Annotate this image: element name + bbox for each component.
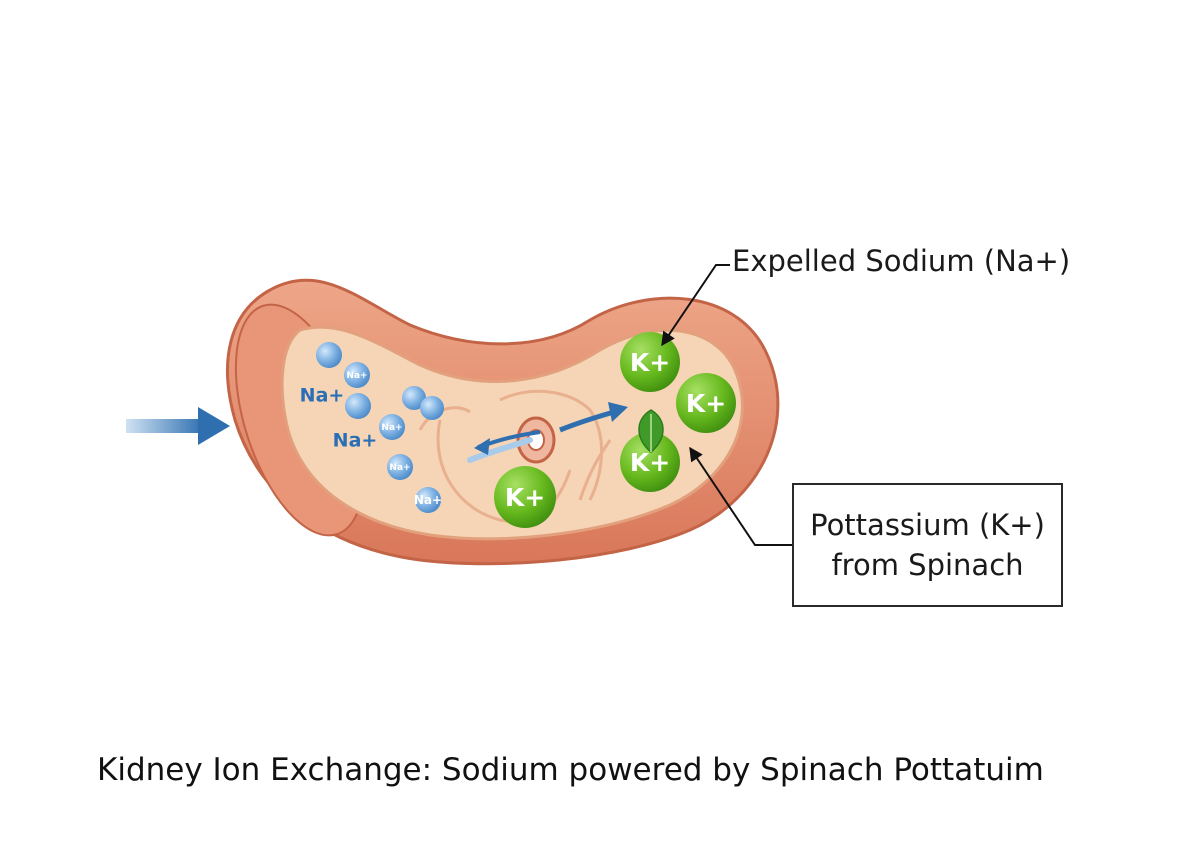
- sodium-ion: Na+: [344, 362, 370, 388]
- potassium-ion-sphere: [620, 432, 680, 492]
- potassium-ion-label: K+: [686, 389, 726, 418]
- potassium-ion: K+: [676, 373, 736, 433]
- potassium-ion: K+: [494, 466, 556, 528]
- sodium-ion: Na+: [379, 414, 405, 440]
- sodium-ion-sphere: [420, 396, 444, 420]
- potassium-ion-sphere: [620, 332, 680, 392]
- potassium-ions: K+ K+ K+ K+: [494, 332, 736, 528]
- potassium-ion-label: K+: [630, 348, 670, 377]
- sodium-ion: Na+: [300, 385, 345, 407]
- potassium-ion-label: K+: [630, 448, 670, 477]
- sodium-ion-label: Na+: [333, 430, 378, 452]
- sodium-ion-sphere: [402, 386, 426, 410]
- sodium-ion: Na+: [414, 487, 442, 513]
- expelled-sodium-label: Expelled Sodium (Na+): [732, 244, 1071, 278]
- potassium-ion: K+: [620, 332, 680, 392]
- sodium-ion-label: Na+: [389, 463, 410, 473]
- sodium-ion-sphere: [415, 487, 441, 513]
- sodium-ion: Na+: [333, 430, 378, 452]
- sodium-ions: Na+Na+Na+Na+Na+Na+: [300, 342, 444, 513]
- spinach-leaf-icon: [638, 409, 664, 453]
- callout-line-2: from Spinach: [831, 548, 1024, 582]
- sodium-ion: Na+: [387, 454, 413, 480]
- exchange-arrows: [467, 402, 628, 463]
- potassium-ion-label: K+: [505, 483, 545, 512]
- potassium-ion-sphere: [494, 466, 556, 528]
- callout-line-1: Pottassium (K+): [810, 508, 1045, 542]
- sodium-ion-sphere: [387, 454, 413, 480]
- potassium-leader-line: [689, 446, 792, 546]
- expelled-leader-line: [661, 264, 730, 347]
- sodium-ion-label: Na+: [300, 385, 345, 407]
- sodium-ion-sphere: [379, 414, 405, 440]
- inflow-arrow: [126, 407, 230, 445]
- sodium-ion-sphere: [316, 342, 342, 368]
- sodium-ion-label: Na+: [346, 371, 367, 381]
- sodium-ion: [420, 396, 444, 420]
- potassium-callout: Pottassium (K+) from Spinach: [792, 483, 1063, 607]
- sodium-ion-label: Na+: [414, 493, 442, 507]
- potassium-ion: K+: [620, 432, 680, 492]
- sodium-ion-sphere: [344, 362, 370, 388]
- sodium-ion-sphere: [345, 393, 371, 419]
- sodium-ion-label: Na+: [381, 423, 402, 433]
- diagram-caption: Kidney Ion Exchange: Sodium powered by S…: [97, 752, 1044, 788]
- sodium-ion: [345, 393, 371, 419]
- sodium-ion: [316, 342, 342, 368]
- sodium-ion: [402, 386, 426, 410]
- potassium-ion-sphere: [676, 373, 736, 433]
